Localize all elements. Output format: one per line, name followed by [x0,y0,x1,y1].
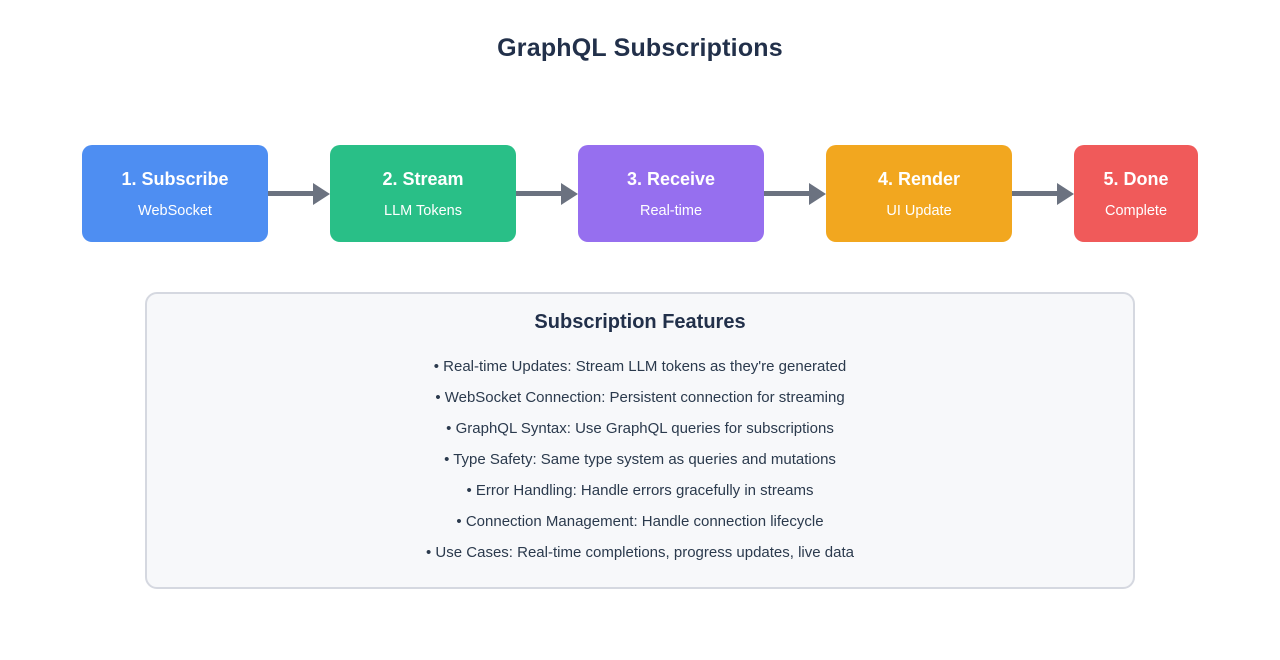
flow-step-stream: 2. Stream LLM Tokens [330,145,516,242]
step-subtitle: LLM Tokens [384,202,462,219]
page-title: GraphQL Subscriptions [497,34,783,62]
arrow-right-icon [268,145,330,242]
feature-item: • Type Safety: Same type system as queri… [444,451,836,468]
features-list: • Real-time Updates: Stream LLM tokens a… [147,356,1133,573]
feature-item: • Error Handling: Handle errors graceful… [466,482,814,499]
arrow-head [809,182,826,205]
flow-step-done: 5. Done Complete [1074,145,1198,242]
arrow-head [1057,182,1074,205]
flow-step-render: 4. Render UI Update [826,145,1012,242]
step-title: 2. Stream [382,168,464,189]
step-title: 5. Done [1103,168,1169,189]
step-subtitle: Complete [1104,202,1168,219]
arrow-right-icon [764,145,826,242]
arrow-right-icon [516,145,578,242]
feature-item: • GraphQL Syntax: Use GraphQL queries fo… [446,420,834,437]
arrow-line [764,191,809,196]
feature-item: • WebSocket Connection: Persistent conne… [435,389,845,406]
step-title: 4. Render [877,168,961,189]
arrow-line [516,191,561,196]
features-panel: Subscription Features • Real-time Update… [145,292,1135,589]
arrow-line [268,191,313,196]
step-title: 1. Subscribe [121,168,229,189]
step-subtitle: UI Update [886,202,952,219]
features-panel-title: Subscription Features [534,311,746,333]
arrow-head [561,182,578,205]
arrow-line [1012,191,1057,196]
arrow-head [313,182,330,205]
flow-step-receive: 3. Receive Real-time [578,145,764,242]
feature-item: • Connection Management: Handle connecti… [456,513,824,530]
step-title: 3. Receive [626,168,716,189]
feature-item: • Use Cases: Real-time completions, prog… [426,544,854,561]
step-subtitle: Real-time [639,202,703,219]
feature-item: • Real-time Updates: Stream LLM tokens a… [433,358,847,375]
arrow-right-icon [1012,145,1074,242]
flow-step-subscribe: 1. Subscribe WebSocket [82,145,268,242]
step-subtitle: WebSocket [138,202,212,219]
flow-diagram: 1. Subscribe WebSocket 2. Stream LLM Tok… [82,145,1198,242]
